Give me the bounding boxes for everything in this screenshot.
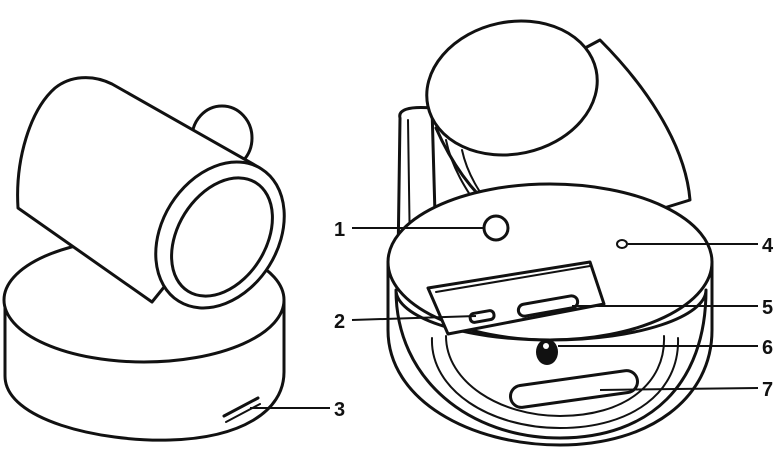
callout-number-2: 2 bbox=[334, 311, 345, 333]
rear-lock-slot bbox=[536, 339, 558, 365]
callout-number-1: 1 bbox=[334, 219, 345, 241]
callout-number-4: 4 bbox=[762, 235, 774, 257]
callout-number-3: 3 bbox=[334, 399, 345, 421]
camera-front-view bbox=[4, 78, 311, 441]
rear-lock-slot-dot bbox=[543, 343, 549, 349]
camera-bottom-view bbox=[388, 6, 712, 445]
callout-number-5: 5 bbox=[762, 297, 773, 319]
callout-number-7: 7 bbox=[762, 379, 773, 401]
callout-number-6: 6 bbox=[762, 337, 773, 359]
